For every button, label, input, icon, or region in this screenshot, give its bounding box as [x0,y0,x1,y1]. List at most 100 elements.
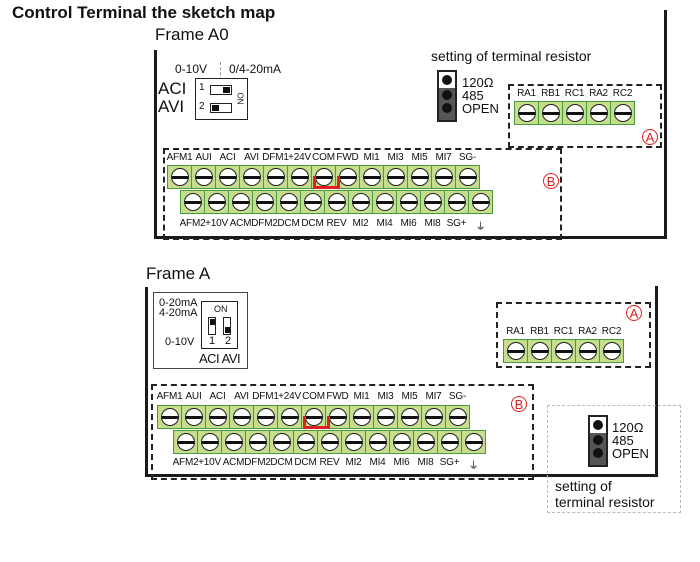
control-terminal[interactable] [252,190,277,214]
dip-switch-avi[interactable] [223,317,231,335]
control-terminal[interactable] [239,165,264,189]
frame-a-relay-strip [503,339,624,363]
control-terminal[interactable] [300,190,325,214]
control-terminal[interactable] [348,190,373,214]
control-terminal[interactable] [372,190,397,214]
control-terminal[interactable] [324,190,349,214]
control-terminal[interactable] [431,165,456,189]
terminal-label: MI2 [352,218,369,229]
screw-icon [362,168,381,186]
relay-terminal[interactable] [527,339,552,363]
control-terminal[interactable] [204,190,229,214]
relay-terminal[interactable] [599,339,624,363]
relay-terminal[interactable] [575,339,600,363]
resistor-option-120: 120Ω [462,75,494,90]
dip-on-label: ON [214,304,228,314]
relay-terminal[interactable] [514,101,539,125]
screw-icon [447,193,466,211]
control-terminal[interactable] [263,165,288,189]
screw-icon [434,168,453,186]
frame-a-relay-box [496,302,651,368]
resistor-jumper[interactable] [437,70,457,122]
terminal-label: MI7 [425,391,442,402]
screw-icon [314,168,333,186]
screw-icon [256,408,275,426]
control-terminal[interactable] [349,405,374,429]
screw-icon [554,342,573,360]
control-terminal[interactable] [397,405,422,429]
dip-switch-1[interactable] [210,85,232,95]
screw-icon [328,408,347,426]
screw-icon [255,193,274,211]
control-terminal[interactable] [181,405,206,429]
control-terminal[interactable] [228,190,253,214]
control-terminal[interactable] [461,430,486,454]
relay-terminal[interactable] [503,339,528,363]
control-terminal[interactable] [173,430,198,454]
terminal-label: FWD [336,152,359,163]
screw-icon [351,193,370,211]
control-terminal[interactable] [341,430,366,454]
control-terminal[interactable] [221,430,246,454]
control-terminal[interactable] [205,405,230,429]
control-terminal[interactable] [396,190,421,214]
control-terminal[interactable] [468,190,493,214]
terminal-label: AVI [234,391,249,402]
control-terminal[interactable] [407,165,432,189]
terminal-label: DCM [270,457,293,468]
control-terminal[interactable] [445,405,470,429]
screw-icon [224,433,243,451]
dip-num-2: 2 [225,335,232,347]
control-terminal[interactable] [167,165,192,189]
control-terminal[interactable] [317,430,342,454]
control-terminal[interactable] [444,190,469,214]
relay-terminal[interactable] [551,339,576,363]
control-terminal[interactable] [157,405,182,429]
control-terminal[interactable] [373,405,398,429]
frame-a0-jumper-wire [313,176,340,189]
screw-icon [368,433,387,451]
frame-a0-top-strip [167,165,480,189]
terminal-label: MI4 [376,218,393,229]
control-terminal[interactable] [245,430,270,454]
control-terminal[interactable] [335,165,360,189]
control-terminal[interactable] [420,190,445,214]
screw-icon [416,433,435,451]
control-terminal[interactable] [277,405,302,429]
relay-terminal[interactable] [586,101,611,125]
resistor-option-120: 120Ω [612,420,644,435]
control-terminal[interactable] [383,165,408,189]
terminal-label: MI8 [417,457,434,468]
control-terminal[interactable] [293,430,318,454]
control-terminal[interactable] [180,190,205,214]
control-terminal[interactable] [413,430,438,454]
dip-row-avi: AVI [158,97,185,116]
control-terminal[interactable] [253,405,278,429]
control-terminal[interactable] [437,430,462,454]
relay-terminal[interactable] [538,101,563,125]
relay-terminal[interactable] [562,101,587,125]
relay-marker-a: A [642,129,658,145]
dip-num-1: 1 [209,335,216,347]
control-terminal[interactable] [229,405,254,429]
frame-a0-label: Frame A0 [155,25,229,44]
control-terminal[interactable] [287,165,312,189]
dip-switch-2[interactable] [210,103,232,113]
terminal-label: RA1 [517,88,536,99]
terminal-label: MI2 [345,457,362,468]
control-terminal[interactable] [365,430,390,454]
control-terminal[interactable] [276,190,301,214]
control-terminal[interactable] [197,430,222,454]
terminal-label: DFM2 [251,218,278,229]
control-terminal[interactable] [191,165,216,189]
control-terminal[interactable] [215,165,240,189]
dip-switch-aci[interactable] [208,317,216,335]
control-terminal[interactable] [359,165,384,189]
control-terminal[interactable] [389,430,414,454]
screw-icon [242,168,261,186]
resistor-jumper[interactable] [588,415,608,467]
relay-terminal[interactable] [610,101,635,125]
control-terminal[interactable] [455,165,480,189]
control-terminal[interactable] [269,430,294,454]
control-terminal[interactable] [421,405,446,429]
